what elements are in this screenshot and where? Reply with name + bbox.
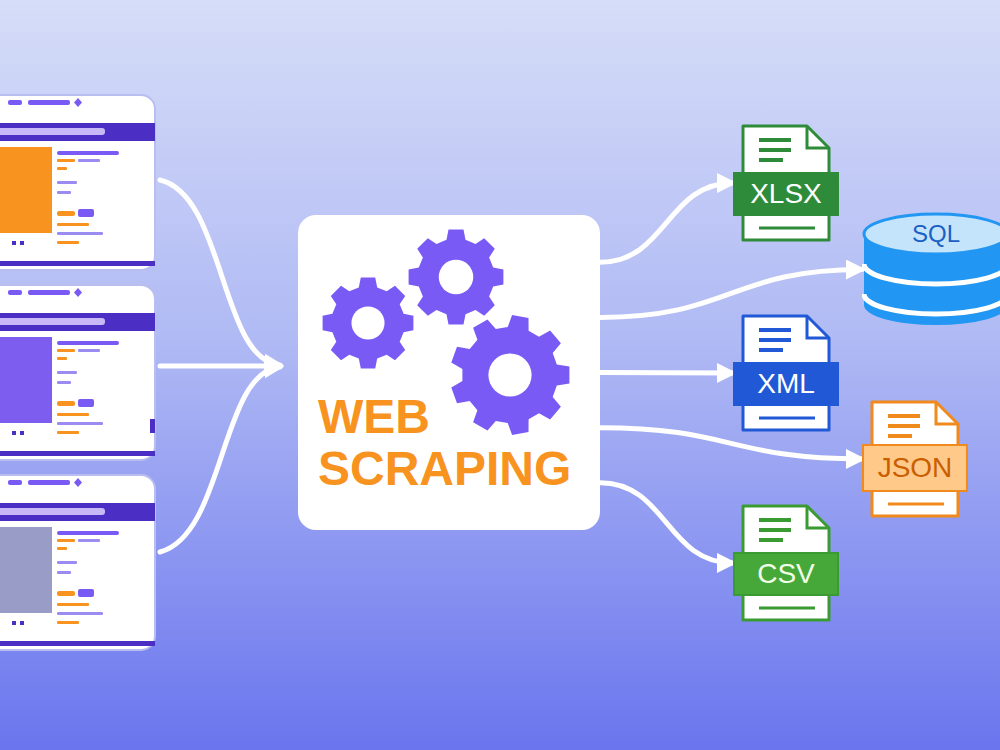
- output-arrow: [600, 183, 733, 262]
- gear-hole: [351, 306, 384, 339]
- file-line: [759, 528, 791, 532]
- output-arrow: [600, 483, 733, 563]
- format-band: XML: [733, 362, 839, 406]
- file-fold: [936, 402, 958, 424]
- database-ring: [864, 294, 1000, 314]
- web-page: [0, 475, 155, 650]
- database-ring: [864, 264, 1000, 284]
- scroll-bar: [150, 419, 155, 433]
- format-band: CSV: [733, 552, 839, 596]
- input-arrow: [160, 364, 280, 369]
- file-fold: [807, 506, 829, 528]
- file-line: [759, 148, 791, 152]
- file-fold: [807, 316, 829, 338]
- gear: [451, 315, 569, 435]
- format-label: JSON: [878, 452, 953, 484]
- file-line: [759, 348, 783, 352]
- gear-hole: [439, 260, 474, 295]
- file-line: [759, 328, 791, 332]
- gear: [409, 230, 504, 325]
- gear-hole: [488, 353, 531, 396]
- input-arrow: [160, 180, 280, 365]
- file-line: [759, 338, 791, 342]
- format-label: SQL: [862, 219, 1000, 249]
- file-fold: [807, 126, 829, 148]
- output-arrow: [600, 370, 733, 376]
- file-page: [743, 126, 829, 240]
- page-image: [0, 527, 52, 613]
- file-page: [872, 402, 958, 516]
- format-label: XLSX: [750, 178, 822, 210]
- format-band: XLSX: [733, 172, 839, 216]
- file-line: [759, 138, 791, 142]
- page-image: [0, 337, 52, 423]
- format-label: XML: [757, 368, 815, 400]
- input-arrow: [160, 367, 280, 552]
- output-arrow: [600, 428, 862, 459]
- gear: [323, 278, 414, 369]
- format-band: JSON: [862, 444, 968, 492]
- file-icon: XLSX: [733, 124, 839, 242]
- format-label: CSV: [757, 558, 815, 590]
- file-icon: CSV: [733, 504, 839, 622]
- file-line: [759, 417, 815, 420]
- file-line: [759, 607, 815, 610]
- file-line: [759, 227, 815, 230]
- file-icon: JSON: [862, 400, 968, 518]
- output-arrow: [600, 270, 862, 318]
- file-line: [888, 414, 920, 418]
- web-page: [0, 95, 155, 270]
- file-icon: XML: [733, 314, 839, 432]
- web-page: [0, 285, 155, 460]
- input-arrows: [160, 180, 280, 552]
- process-box: WEB SCRAPING: [298, 215, 600, 530]
- file-line: [888, 424, 920, 428]
- file-line: [888, 434, 912, 438]
- file-line: [888, 503, 944, 506]
- file-line: [759, 538, 783, 542]
- file-line: [759, 158, 783, 162]
- page-image: [0, 147, 52, 233]
- file-line: [759, 518, 791, 522]
- database-icon: SQL: [862, 212, 1000, 327]
- title-text: WEB SCRAPING: [318, 391, 580, 495]
